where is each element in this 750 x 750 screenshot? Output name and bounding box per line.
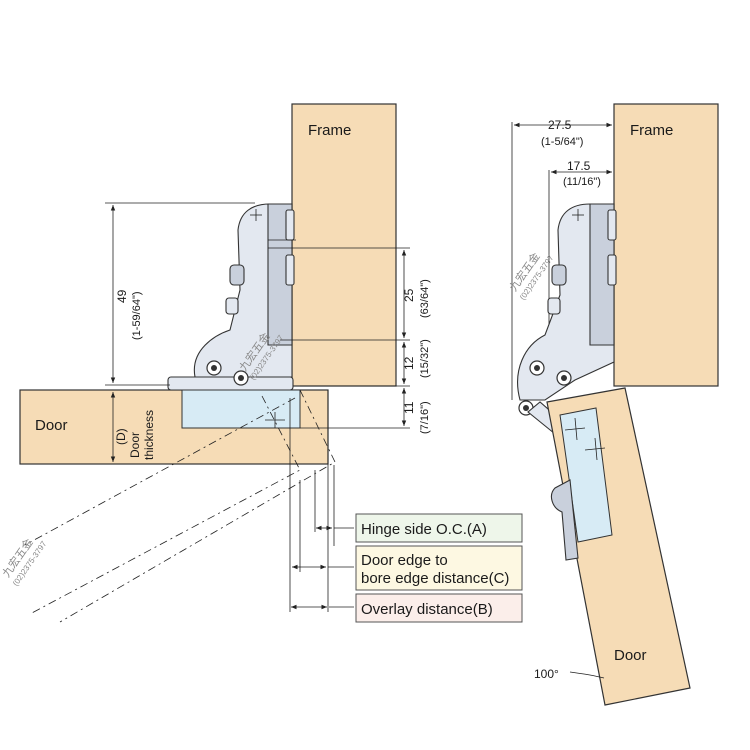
legend-hinge-side: Hinge side O.C.(A) (361, 521, 487, 538)
angle-label: 100° (534, 667, 559, 681)
legend-overlay-box (355, 593, 523, 623)
dim-17-label: 17.5 (567, 159, 591, 173)
open-door-outline (59, 389, 336, 623)
frame-left (291, 103, 397, 387)
watermark-3: 九宏五金 (02)2375-3797 (0, 536, 49, 588)
dim-11-inch-label: (7/16") (419, 401, 431, 434)
legend-hinge-side-box (355, 513, 523, 543)
legend-door-edge-box (355, 545, 523, 591)
dim-25-label: 25 (402, 288, 416, 302)
door-right-label: Door (614, 647, 647, 664)
frame-left-label: Frame (308, 122, 351, 139)
door-thickness-d: (D) (114, 428, 128, 445)
dim-25-inch-label: (63/64") (419, 279, 431, 318)
dim-49-inch-label: (1-59/64") (131, 291, 143, 340)
dim-27-label: 27.5 (548, 118, 572, 132)
frame-right-label: Frame (630, 122, 673, 139)
legend: Hinge side O.C.(A) Door edge to bore edg… (355, 513, 523, 623)
frame-right (613, 103, 719, 387)
legend-overlay: Overlay distance(B) (361, 601, 493, 618)
hinge-right (517, 203, 617, 439)
dim-49-label: 49 (115, 289, 129, 303)
dim-11-label: 11 (402, 401, 416, 414)
dim-27-inch-label: (1-5/64") (541, 136, 583, 148)
door-right: Door (546, 387, 691, 706)
dim-12-label: 12 (402, 356, 416, 370)
door-thickness-word2: thickness (142, 410, 156, 460)
door-left-label: Door (35, 417, 68, 434)
legend-door-edge-1: Door edge to (361, 552, 448, 569)
dim-17-inch-label: (11/16") (563, 176, 601, 188)
door-thickness-word1: Door (128, 432, 142, 458)
right-view: Frame 27.5 (1-5/64") 17.5 (11/16") (511, 103, 719, 706)
watermark-2: 九宏五金 (02)2375-3797 (506, 250, 556, 302)
legend-door-edge-2: bore edge distance(C) (361, 570, 509, 587)
dim-12-inch-label: (15/32") (419, 339, 431, 378)
hinge-left (167, 203, 296, 391)
left-view: Frame Door (19, 103, 431, 623)
hinge-cup-left (181, 389, 301, 429)
